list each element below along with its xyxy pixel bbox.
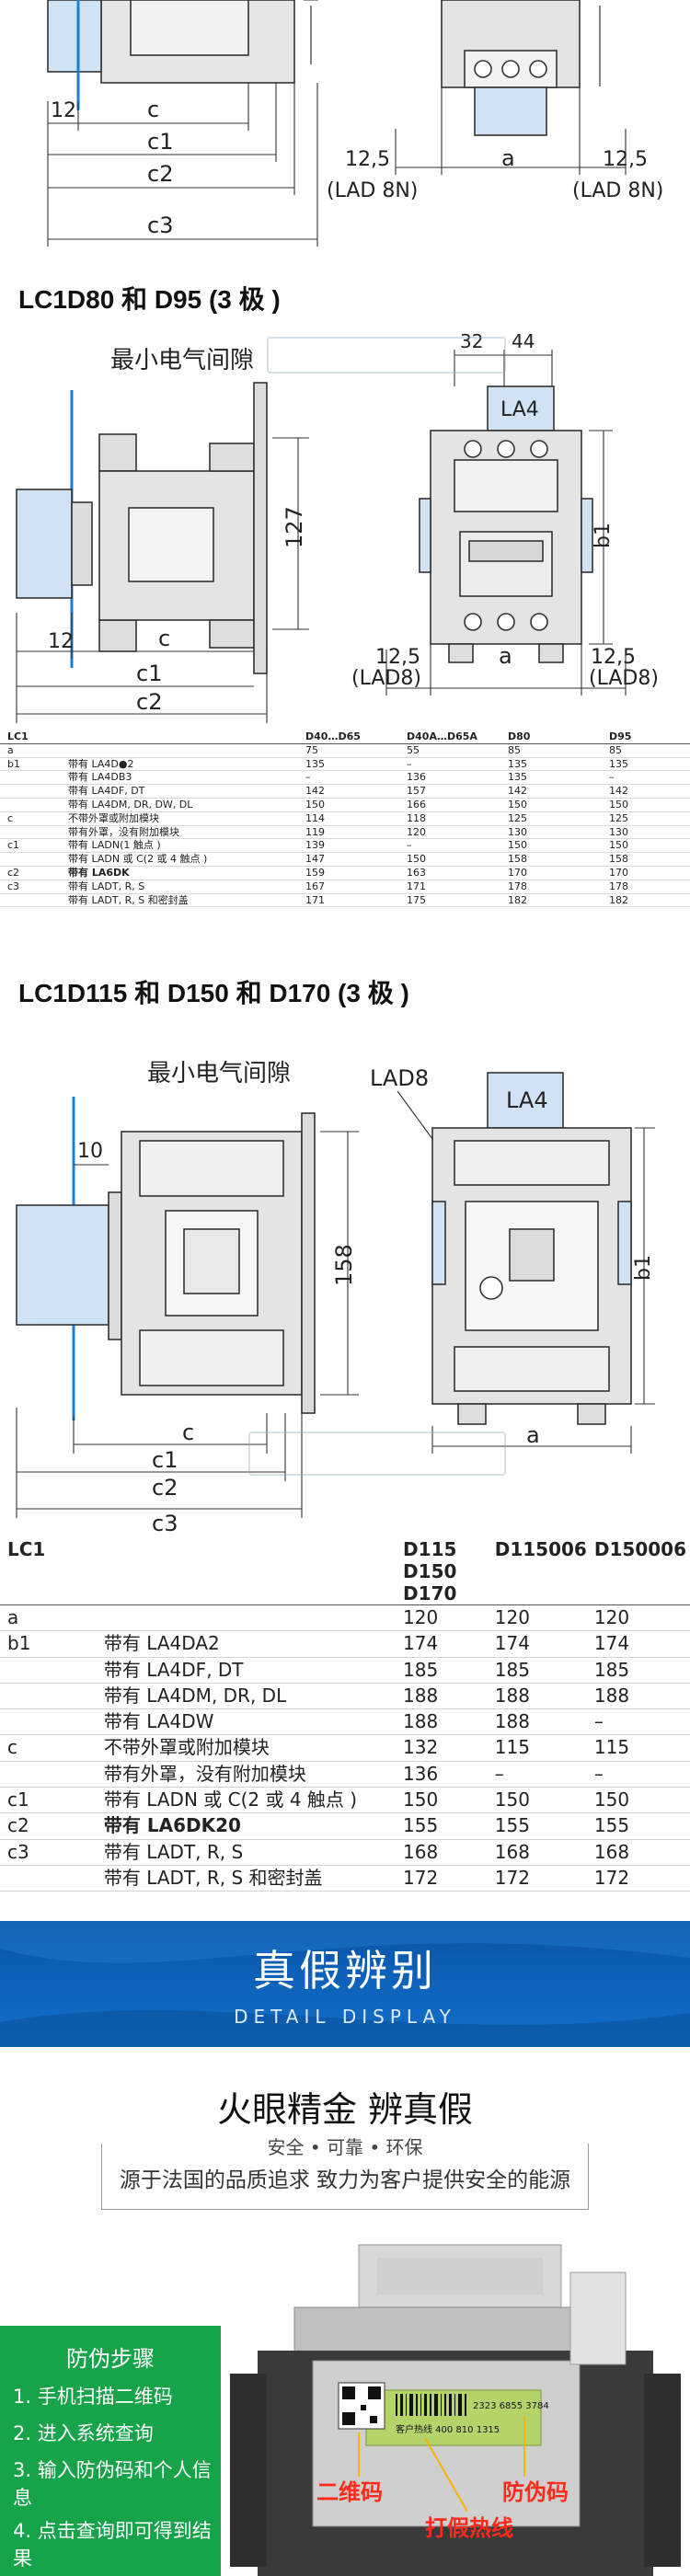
steps-item: 2. 进入系统查询 <box>13 2422 154 2444</box>
section1-dim-c2: c2 <box>136 689 162 715</box>
dim-right: 12,5 <box>603 148 648 171</box>
intro-tagline: 安全 • 可靠 • 环保 <box>267 2136 423 2158</box>
label-code: 防伪码 <box>502 2479 569 2505</box>
section1-dim-right-sub: (LAD8) <box>589 667 659 690</box>
section2-dim-158: 158 <box>331 1244 357 1286</box>
steps-item: 4. 点击查询即可得到结果 <box>13 2520 212 2570</box>
watermark-logo <box>248 1432 506 1476</box>
section1-dim-44: 44 <box>512 330 535 352</box>
section1-la4: LA4 <box>500 398 539 421</box>
table-row: LC1 D115 D150 D170 D115006 D150006 <box>0 1538 690 1605</box>
section2-la4: LA4 <box>506 1087 548 1113</box>
dim-c1: c1 <box>147 129 173 155</box>
section1-clearance: 最小电气间隙 <box>110 347 254 374</box>
dim-12: 12 <box>51 99 76 122</box>
section2-dim-c1: c1 <box>152 1447 178 1473</box>
steps-item: 3. 输入防伪码和个人信息 <box>13 2459 212 2509</box>
section1-dim-32: 32 <box>460 330 483 352</box>
section2-clearance: 最小电气间隙 <box>147 1060 291 1087</box>
intro-title: 火眼精金 辨真假 <box>216 2089 474 2130</box>
section1-dim-127: 127 <box>282 506 307 548</box>
section2-title: LC1D115 和 D150 和 D170 (3 极 ) <box>18 979 409 1007</box>
banner-wave-decoration <box>0 1921 690 2047</box>
section2-dim-c2: c2 <box>152 1475 178 1501</box>
section2-dim-10: 10 <box>77 1140 103 1163</box>
section2-dim-a: a <box>526 1422 540 1448</box>
dim-c3: c3 <box>147 213 173 238</box>
intro-frame <box>101 2144 589 2210</box>
dim-left: 12,5 <box>345 148 390 171</box>
table-row: LC1 D40…D65 D40A…D65A D80 D95 <box>0 730 690 744</box>
sticker-code: 2323 6855 3784 <box>473 2401 549 2411</box>
detail-banner: 真假辨别 DETAIL DISPLAY <box>0 1921 690 2047</box>
qr-code-icon <box>338 2382 385 2430</box>
dim-c: c <box>147 97 159 122</box>
section1-diagram: 最小电气间隙 127 12 c c1 c2 32 44 LA4 <box>16 330 659 723</box>
intro-desc: 源于法国的品质追求 致力为客户提供安全的能源 <box>119 2168 571 2192</box>
dim-right-sub: (LAD 8N) <box>572 179 663 202</box>
dim-a: a <box>501 145 515 171</box>
section2-dim-c: c <box>182 1420 194 1445</box>
section1-dim-c: c <box>158 626 170 651</box>
dim-c2: c2 <box>147 161 173 187</box>
section1-dim-12: 12 <box>48 630 74 653</box>
banner-title: 真假辨别 <box>253 1946 437 1995</box>
section2-lad8: LAD8 <box>370 1065 429 1091</box>
section2-dim-c3: c3 <box>152 1511 178 1536</box>
steps-title: 防伪步骤 <box>66 2346 155 2372</box>
section1-dim-left: 12,5 <box>375 646 420 669</box>
section1-title: LC1D80 和 D95 (3 极 ) <box>18 285 281 314</box>
banner-subtitle: DETAIL DISPLAY <box>234 2006 456 2028</box>
dim-left-sub: (LAD 8N) <box>327 179 418 202</box>
sticker-hotline: 客户热线 400 810 1315 <box>396 2423 500 2435</box>
section2-diagram: 最小电气间隙 10 158 c c1 c2 c3 LAD8 LA4 <box>16 1060 655 1536</box>
section1-dim-right: 12,5 <box>591 646 636 669</box>
anti-counterfeit-steps: 防伪步骤 1. 手机扫描二维码 2. 进入系统查询 3. 输入防伪码和个人信息 … <box>0 2326 221 2576</box>
label-qr: 二维码 <box>316 2479 383 2505</box>
section1-dim-c1: c1 <box>136 661 162 686</box>
label-hotline: 打假热线 <box>425 2515 513 2541</box>
barcode-icon <box>396 2394 466 2416</box>
section2-dim-b1: b1 <box>632 1255 655 1281</box>
watermark-logo <box>267 337 506 374</box>
product-photo: 2323 6855 3784 客户热线 400 810 1315 二维码 防伪码… <box>221 2236 690 2576</box>
section1-dim-a: a <box>499 643 512 669</box>
section1-dim-b1: b1 <box>592 523 615 548</box>
section1-dim-left-sub: (LAD8) <box>351 667 421 690</box>
top-dimension-diagram: 12 c c1 c2 c3 12,5 (LAD 8N) a 12,5 (LAD … <box>47 0 663 247</box>
steps-item: 1. 手机扫描二维码 <box>13 2386 173 2408</box>
